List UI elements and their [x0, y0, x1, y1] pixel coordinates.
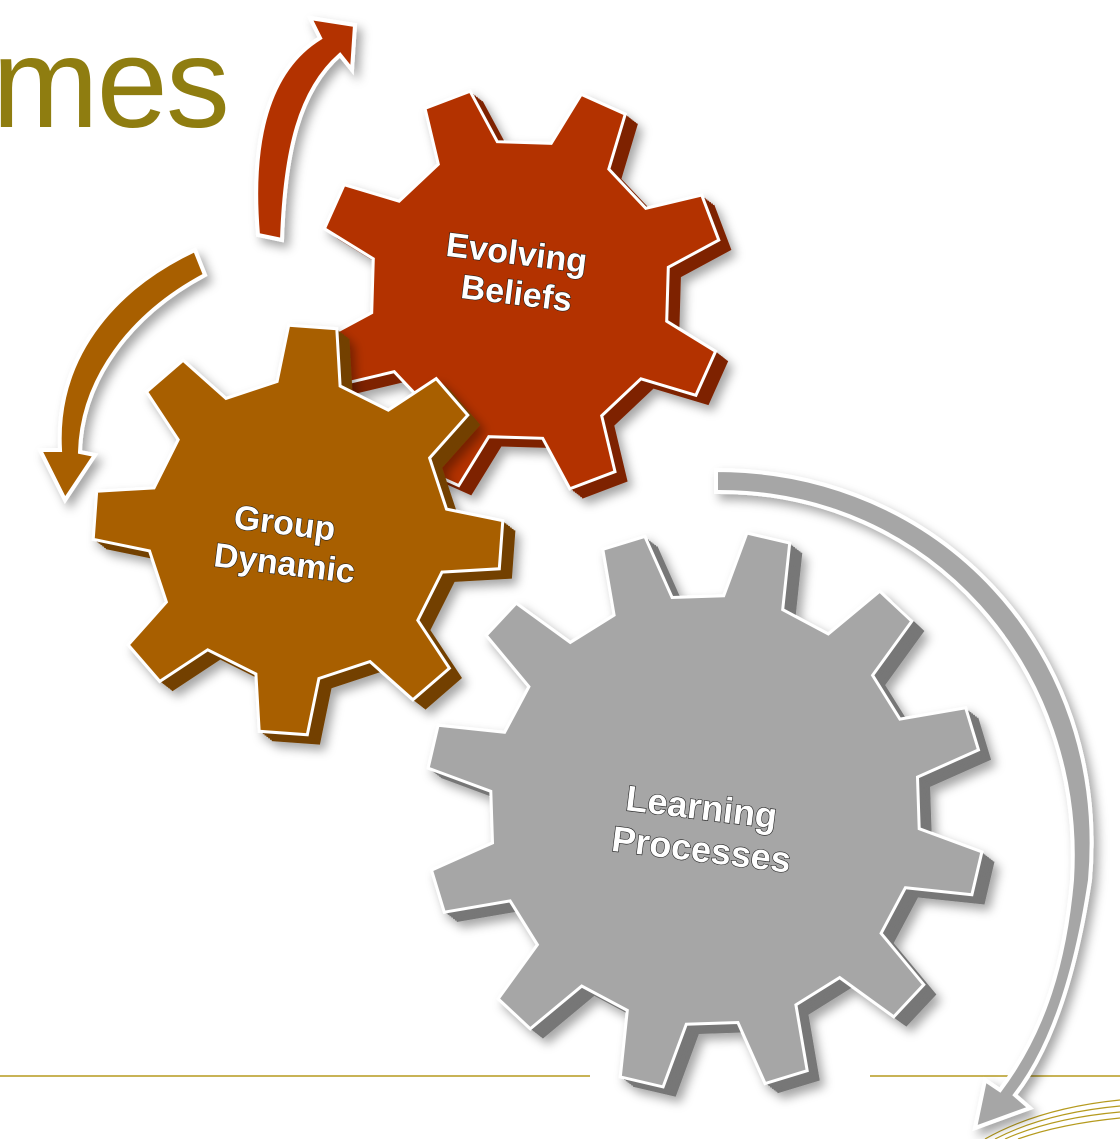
gear-group-dynamic: [91, 323, 516, 745]
curved-arrow-red-icon: [254, 15, 358, 243]
curved-arrow-orange-icon: [36, 247, 208, 504]
gear-face: [91, 323, 505, 737]
gear-label-group-dynamic: Group Dynamic: [212, 497, 362, 592]
curved-arrow-gray-icon: [714, 467, 1094, 1132]
slide-title: mes: [0, 12, 230, 155]
gear-label-evolving-beliefs: Evolving Beliefs: [439, 226, 599, 322]
gear-face: [426, 531, 984, 1089]
gear-learning-processes: [426, 531, 995, 1097]
corner-swirl-icon: [984, 1099, 1120, 1139]
